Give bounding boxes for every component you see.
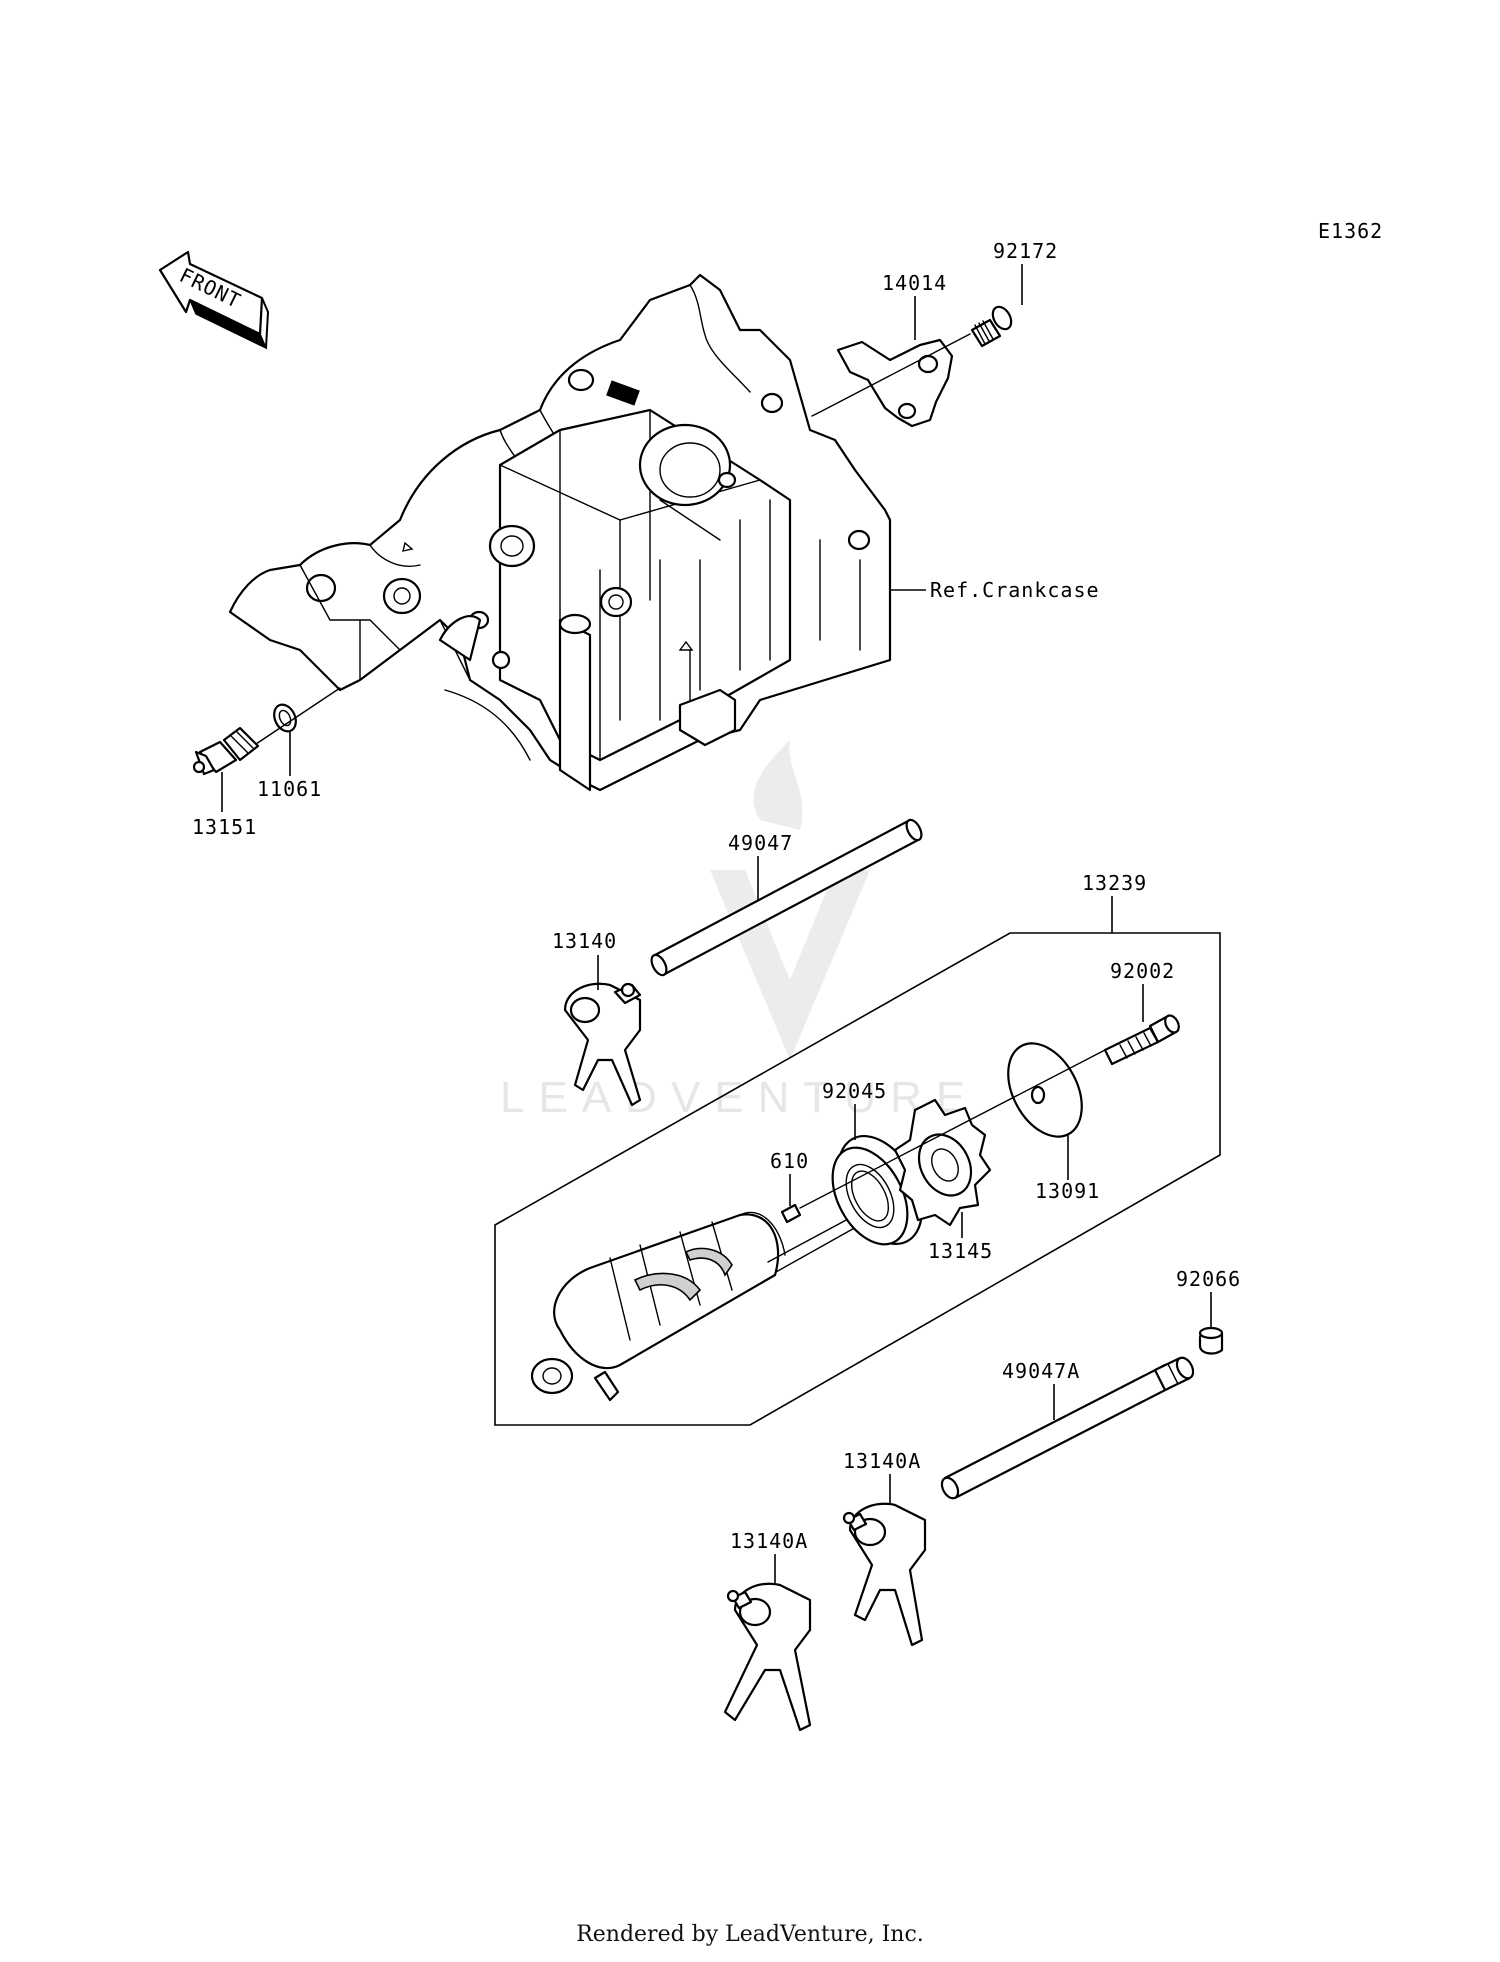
part-49047A-rod xyxy=(940,1356,1195,1500)
part-610-pin xyxy=(780,1203,802,1224)
center-line-drum xyxy=(799,1049,1106,1209)
label-11061: 11061 xyxy=(257,777,322,801)
label-14014: 14014 xyxy=(882,271,947,295)
assembly-frame-13239 xyxy=(494,932,1221,1426)
center-line-left xyxy=(255,687,341,745)
part-92172-screw xyxy=(970,305,1013,348)
watermark-text: LEADVENTURE xyxy=(500,1073,979,1122)
part-92002-bolt xyxy=(1103,1014,1180,1066)
center-line-top xyxy=(811,333,971,417)
part-92066-cap xyxy=(1198,1326,1224,1355)
label-92172: 92172 xyxy=(993,239,1058,263)
diagram-code: E1362 xyxy=(1318,219,1383,243)
part-13140A-fork-left xyxy=(723,1582,812,1732)
label-13140A-left: 13140A xyxy=(730,1529,808,1553)
credit-footer: Rendered by LeadVenture, Inc. xyxy=(576,1922,924,1947)
label-610: 610 xyxy=(770,1149,809,1173)
ref-crankcase-label: Ref.Crankcase xyxy=(930,578,1100,602)
part-13151-switch xyxy=(192,726,260,776)
label-13140A-right: 13140A xyxy=(843,1449,921,1473)
label-13239: 13239 xyxy=(1082,871,1147,895)
label-13091: 13091 xyxy=(1035,1179,1100,1203)
label-92066: 92066 xyxy=(1176,1267,1241,1291)
part-13091-plate xyxy=(1007,1042,1083,1138)
label-13151: 13151 xyxy=(192,815,257,839)
part-14014-plate xyxy=(836,338,954,428)
label-13140: 13140 xyxy=(552,929,617,953)
part-13140-fork xyxy=(563,982,642,1107)
part-11061-washer xyxy=(273,703,297,733)
front-arrow-icon: FRONT xyxy=(158,250,270,350)
part-13145-gear xyxy=(893,1098,992,1227)
label-13145: 13145 xyxy=(928,1239,993,1263)
label-49047A: 49047A xyxy=(1002,1359,1080,1383)
part-13140A-fork-right xyxy=(842,1502,927,1647)
crankcase-illustration xyxy=(228,273,892,792)
label-49047: 49047 xyxy=(728,831,793,855)
label-92002: 92002 xyxy=(1110,959,1175,983)
part-49047-rod xyxy=(650,818,923,977)
part-shift-drum xyxy=(530,1211,859,1402)
label-92045: 92045 xyxy=(822,1079,887,1103)
